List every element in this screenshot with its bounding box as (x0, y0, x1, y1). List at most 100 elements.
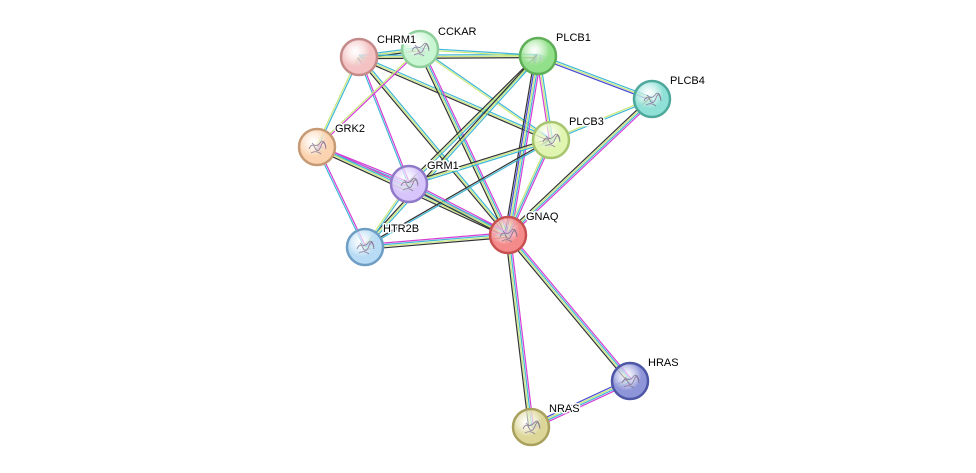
node-label-nras: NRAS (549, 403, 580, 415)
node-hras[interactable] (610, 361, 650, 401)
edge-strand (358, 56, 552, 141)
edge-strand (363, 54, 538, 247)
edge-strand (505, 235, 530, 428)
edge-cckar-plcb1 (419, 47, 539, 58)
node-label-plcb4: PLCB4 (670, 75, 705, 87)
protein-structure-icon (356, 240, 375, 255)
edge-strand (537, 56, 652, 102)
node-nras[interactable] (511, 407, 551, 447)
edge-plcb1-gnaq (504, 55, 542, 236)
node-label-halo: HTR2B (383, 223, 419, 235)
edge-gnaq-nras (505, 234, 534, 428)
edge-strand (509, 234, 534, 427)
edge-strand (409, 140, 552, 187)
node-label-grk2: GRK2 (335, 123, 365, 135)
edge-strand (419, 49, 551, 142)
node-htr2b[interactable] (345, 227, 385, 267)
edge-strand (364, 233, 508, 247)
node-label-halo: PLCB1 (556, 32, 591, 44)
node-circle[interactable] (389, 164, 429, 204)
node-gnaq[interactable] (488, 215, 528, 255)
node-circle[interactable] (511, 407, 551, 447)
edge-strand (507, 55, 539, 236)
protein-structure-icon (499, 228, 518, 243)
node-circle[interactable] (531, 120, 571, 160)
edge-strand (509, 100, 655, 238)
edge-strand (508, 99, 653, 237)
node-label-halo: PLCB4 (670, 75, 705, 87)
edge-strand (408, 137, 551, 184)
node-circle[interactable] (297, 127, 337, 167)
edge-chrm1-grm1 (357, 56, 411, 185)
edge-strand (364, 55, 539, 248)
node-label-grm1: GRM1 (427, 160, 459, 172)
edge-chrm1-plcb3 (358, 54, 552, 143)
edge-strand (508, 234, 533, 427)
edge-gnaq-hras (505, 233, 633, 383)
node-label-htr2b: HTR2B (383, 223, 419, 235)
node-circle[interactable] (400, 29, 440, 69)
node-label-halo: CHRM1 (377, 34, 416, 46)
node-label-cckar: CCKAR (438, 26, 477, 38)
edge-strand (359, 56, 411, 184)
edge-strand (358, 56, 509, 236)
node-circle[interactable] (345, 227, 385, 267)
node-grk2[interactable] (297, 127, 337, 167)
edge-strand (509, 233, 633, 380)
edge-strand (407, 54, 538, 184)
protein-structure-icon (643, 92, 662, 107)
protein-structure-icon (400, 177, 419, 192)
edge-strand (359, 55, 510, 235)
edge-layer (315, 46, 655, 430)
node-plcb1[interactable] (518, 36, 558, 76)
protein-structure-icon (522, 420, 541, 435)
node-label-chrm1: CHRM1 (377, 34, 416, 46)
edge-strand (506, 235, 531, 428)
edge-strand (365, 235, 509, 249)
edge-strand (505, 236, 629, 383)
node-circle[interactable] (632, 79, 672, 119)
node-cckar[interactable] (400, 29, 440, 69)
node-plcb3[interactable] (531, 120, 571, 160)
edge-strand (419, 49, 538, 58)
node-label-halo: NRAS (549, 403, 580, 415)
edge-strand (504, 55, 536, 235)
node-label-halo: HRAS (648, 357, 679, 369)
edge-strand (359, 56, 539, 60)
edge-plcb3-htr2b (364, 138, 552, 249)
node-circle[interactable] (339, 37, 379, 77)
node-chrm1[interactable] (339, 37, 379, 77)
edge-strand (505, 96, 651, 234)
edge-plcb1-plcb4 (537, 53, 653, 102)
protein-structure-icon (411, 42, 430, 57)
edge-strand (358, 55, 539, 58)
node-grm1[interactable] (389, 164, 429, 204)
edge-plcb3-grm1 (408, 137, 552, 187)
edge-strand (421, 47, 511, 235)
node-label-halo: PLCB3 (569, 116, 604, 128)
edge-strand (357, 57, 508, 237)
edge-strand (420, 47, 539, 56)
node-label-hras: HRAS (648, 357, 679, 369)
node-plcb4[interactable] (632, 79, 672, 119)
edge-strand (365, 56, 540, 249)
edge-strand (357, 57, 409, 185)
edge-strand (364, 138, 551, 247)
edge-strand (508, 56, 541, 236)
edge-strand (420, 48, 510, 235)
node-label-halo: CCKAR (438, 26, 477, 38)
protein-structure-icon (542, 133, 561, 148)
edge-strand (365, 140, 552, 249)
node-label-halo: GRM1 (427, 160, 459, 172)
node-circle[interactable] (518, 36, 558, 76)
node-label-plcb3: PLCB3 (569, 116, 604, 128)
node-circle[interactable] (610, 361, 650, 401)
edge-strand (508, 234, 632, 381)
node-label-plcb1: PLCB1 (556, 32, 591, 44)
edge-strand (359, 54, 552, 140)
edge-plcb1-htr2b (363, 54, 540, 249)
node-circle[interactable] (488, 215, 528, 255)
protein-structure-icon (308, 140, 327, 155)
